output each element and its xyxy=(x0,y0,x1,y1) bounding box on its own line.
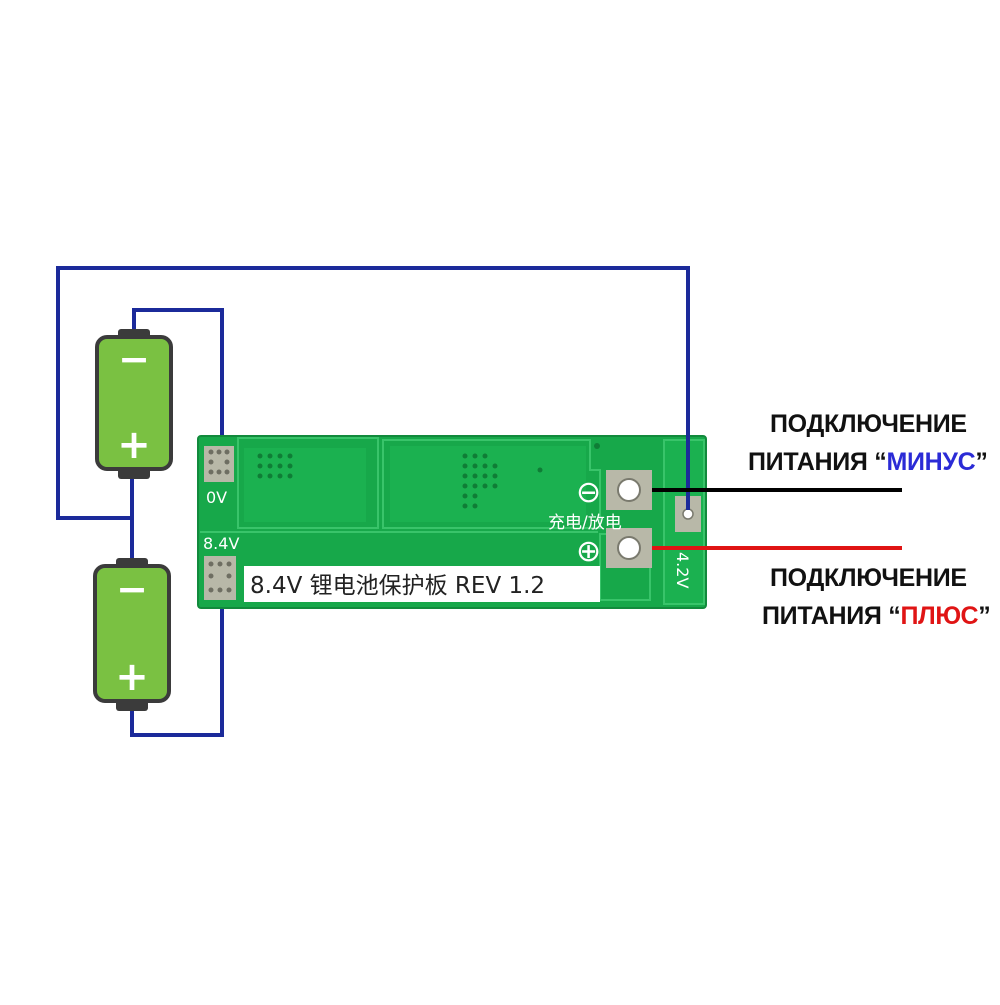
silkscreen-label-box xyxy=(244,566,600,602)
wire-top-battery-minus xyxy=(132,308,224,455)
label-plus-prefix: ПИТАНИЯ “ xyxy=(762,602,901,630)
label-plus-accent: ПЛЮС xyxy=(900,602,979,630)
label-minus-line2: ПИТАНИЯ “МИНУС” xyxy=(748,448,988,477)
minus-symbol: ⊖ xyxy=(576,475,601,510)
label-minus-connection: ПОДКЛЮЧЕНИЕ xyxy=(770,410,967,439)
battery-top-plus-icon: + xyxy=(117,422,151,468)
pad-42v-label: 4.2V xyxy=(673,552,692,588)
label-plus-suffix: ” xyxy=(978,602,991,630)
battery-bottom: − + xyxy=(93,558,171,711)
label-plus-connection: ПОДКЛЮЧЕНИЕ xyxy=(770,564,967,593)
wire-bottom-battery-plus xyxy=(130,590,224,737)
label-plus-line1: ПОДКЛЮЧЕНИЕ xyxy=(770,564,967,592)
label-minus-accent: МИНУС xyxy=(886,448,976,476)
label-minus-suffix: ” xyxy=(975,448,988,476)
label-minus-line1: ПОДКЛЮЧЕНИЕ xyxy=(770,410,967,438)
pad-84v-label: 8.4V xyxy=(203,534,239,553)
pad-0v-label: 0V xyxy=(206,488,227,507)
charge-discharge-label: 充电/放电 xyxy=(548,513,622,533)
battery-bottom-minus-icon: − xyxy=(116,567,148,611)
pcb-board: 8.4V 锂电池保护板 REV 1.2 0V 8.4V ⊖ ⊕ 充电/放电 4.… xyxy=(197,435,707,609)
label-minus-prefix: ПИТАНИЯ “ xyxy=(748,448,887,476)
silkscreen-label: 8.4V 锂电池保护板 REV 1.2 xyxy=(250,573,545,599)
battery-bottom-plus-icon: + xyxy=(115,654,149,700)
battery-top-minus-icon: − xyxy=(118,337,150,381)
label-plus-line2: ПИТАНИЯ “ПЛЮС” xyxy=(762,602,991,631)
battery-top: − + xyxy=(95,329,173,479)
plus-symbol: ⊕ xyxy=(576,534,601,569)
